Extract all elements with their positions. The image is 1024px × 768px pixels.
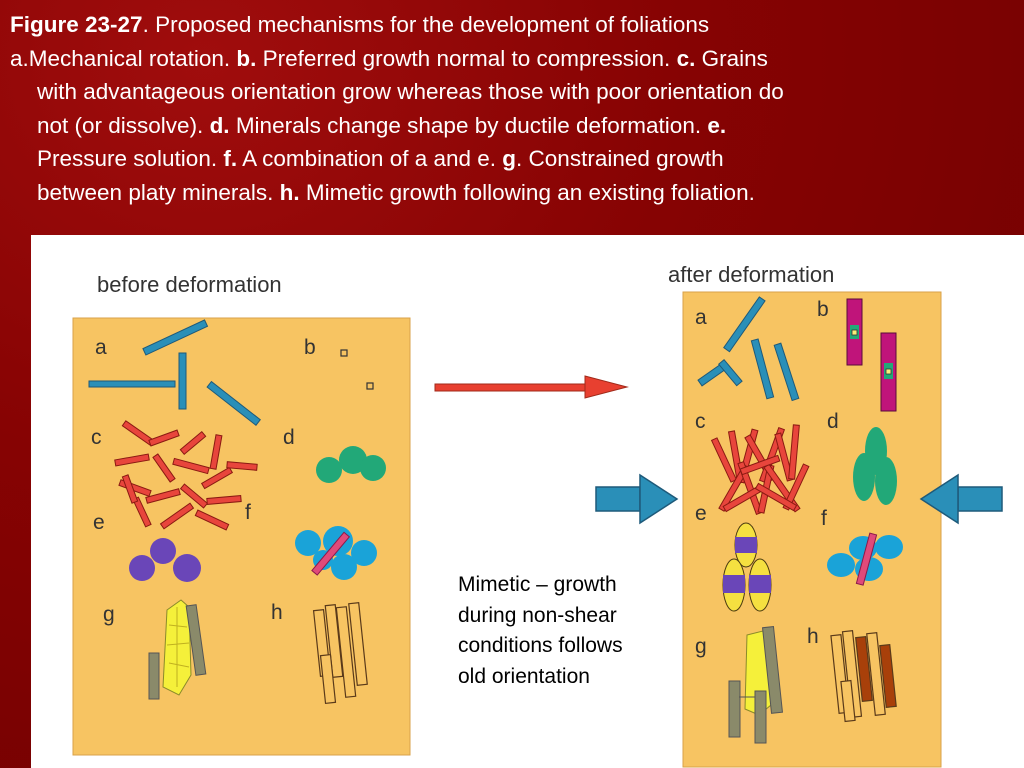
caption-line-6: between platy minerals. h. Mimetic growt… bbox=[10, 176, 1015, 210]
item-b-label: b. bbox=[236, 45, 257, 71]
item-a-label: a. bbox=[10, 45, 29, 71]
caption-line-3: with advantageous orientation grow where… bbox=[10, 75, 1015, 109]
note-line-4: old orientation bbox=[458, 664, 590, 688]
item-g-label: g bbox=[502, 146, 517, 171]
before-label-g: g bbox=[103, 603, 115, 626]
before-deformation-title: before deformation bbox=[97, 272, 282, 297]
caption-line-1: Figure 23-27. Proposed mechanisms for th… bbox=[10, 8, 1015, 42]
note-line-3: conditions follows bbox=[458, 634, 623, 657]
before-label-d: d bbox=[283, 426, 295, 449]
item-g-text-cont: between platy minerals. bbox=[37, 179, 280, 205]
before-a-grains bbox=[88, 319, 261, 426]
item-b-text: Preferred growth normal to compression. bbox=[256, 45, 677, 71]
after-label-g: g bbox=[695, 635, 707, 658]
after-f-grains bbox=[827, 532, 903, 586]
before-h-grains bbox=[312, 602, 368, 705]
right-compression-arrow bbox=[919, 473, 1003, 525]
foliation-figure: before deformation after deformation a b… bbox=[72, 262, 1003, 768]
figure-number: Figure 23-27 bbox=[10, 12, 143, 37]
item-e-label: e. bbox=[707, 112, 727, 138]
after-label-d: d bbox=[827, 410, 839, 433]
red-deformation-arrow bbox=[434, 375, 629, 399]
left-compression-arrow bbox=[595, 473, 679, 525]
caption-line-5: Pressure solution. f. A combination of a… bbox=[10, 142, 1015, 176]
item-a-text: Mechanical rotation. bbox=[28, 45, 237, 71]
after-e-grains bbox=[722, 522, 772, 612]
item-h-label: h. bbox=[279, 179, 300, 205]
after-a-grains bbox=[697, 296, 800, 402]
figure-caption: Figure 23-27. Proposed mechanisms for th… bbox=[10, 8, 1015, 209]
before-g-grains bbox=[148, 599, 207, 700]
item-c-text-end: not (or dissolve). bbox=[37, 112, 210, 138]
before-e-grains bbox=[129, 538, 201, 582]
caption-line-4: not (or dissolve). d. Minerals change sh… bbox=[10, 109, 1015, 143]
before-d-grains bbox=[316, 446, 386, 483]
after-label-c: c bbox=[695, 410, 706, 433]
item-c-text: Grains bbox=[695, 45, 768, 71]
before-f-grains bbox=[295, 526, 377, 580]
before-label-a: a bbox=[95, 336, 107, 359]
after-label-e: e bbox=[695, 502, 707, 525]
after-b-grains bbox=[846, 298, 897, 412]
after-label-b: b bbox=[817, 298, 829, 321]
caption-title: . Proposed mechanisms for the developmen… bbox=[142, 12, 710, 37]
item-h-text: Mimetic growth following an existing fol… bbox=[299, 179, 755, 205]
before-label-b: b bbox=[304, 336, 316, 359]
before-b-grains bbox=[340, 349, 374, 390]
after-d-grains bbox=[853, 427, 897, 505]
item-g-text: . Constrained growth bbox=[516, 146, 724, 171]
before-label-f: f bbox=[245, 501, 251, 524]
after-c-grains bbox=[710, 424, 810, 516]
after-h-grains bbox=[830, 630, 897, 723]
after-g-grains bbox=[728, 626, 784, 744]
item-e-text: Pressure solution. bbox=[37, 146, 224, 171]
before-label-h: h bbox=[271, 601, 283, 624]
after-deformation-title: after deformation bbox=[668, 262, 834, 287]
mimetic-note: Mimetic – growth during non-shear condit… bbox=[458, 570, 678, 692]
after-label-h: h bbox=[807, 625, 819, 648]
item-c-text-cont: with advantageous orientation grow where… bbox=[37, 79, 784, 104]
after-label-f: f bbox=[821, 507, 827, 530]
item-d-text: Minerals change shape by ductile deforma… bbox=[229, 112, 708, 138]
before-label-e: e bbox=[93, 511, 105, 534]
before-label-c: c bbox=[91, 426, 102, 449]
note-line-2: during non-shear bbox=[458, 603, 617, 627]
before-c-grains bbox=[114, 420, 258, 531]
item-f-label: f. bbox=[223, 146, 238, 171]
after-label-a: a bbox=[695, 306, 707, 329]
note-line-1: Mimetic – growth bbox=[458, 573, 617, 596]
item-f-text: A combination of a and e. bbox=[237, 146, 503, 171]
item-c-label: c. bbox=[676, 45, 696, 71]
caption-line-2: a.Mechanical rotation. b. Preferred grow… bbox=[10, 42, 1015, 76]
item-d-label: d. bbox=[209, 112, 230, 138]
